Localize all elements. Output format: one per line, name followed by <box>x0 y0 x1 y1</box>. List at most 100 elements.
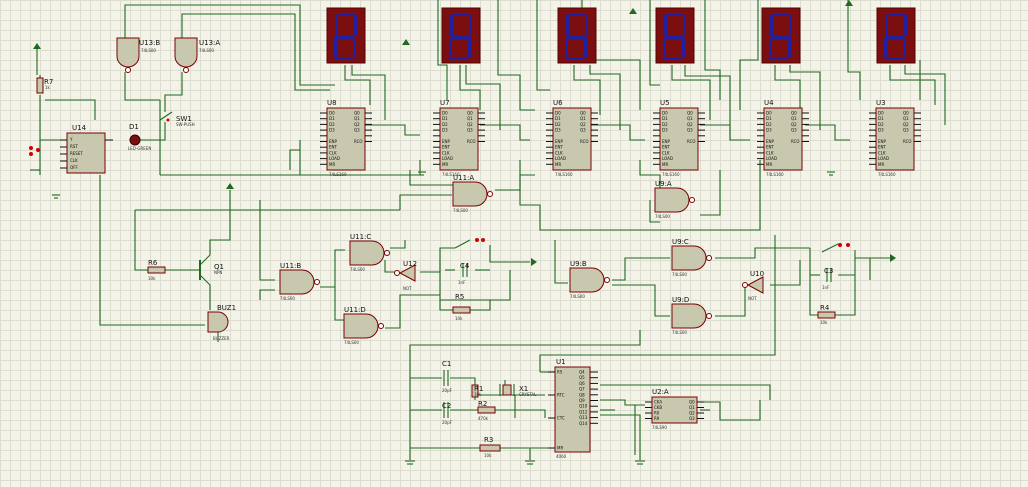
counter-pin-label: D0 <box>442 111 448 116</box>
display-segment <box>353 38 356 57</box>
display-segment <box>788 38 791 57</box>
counter-u4[interactable]: U474LS160D0D1D2D3ENPENTCLKLOADMRQ0Q1Q2Q3… <box>757 99 809 177</box>
led-d1[interactable]: D1 LED-GREEN <box>128 123 151 151</box>
chip-u2a-ref: U2:A <box>652 388 669 396</box>
counter-u6[interactable]: U674LS160D0D1D2D3ENPENTCLKLOADMRQ0Q1Q2Q3… <box>546 99 598 177</box>
u14-pin-label: OFF <box>70 165 78 170</box>
switch-sw1[interactable]: SW1 SW-PUSH <box>159 105 195 130</box>
display-segment <box>885 15 888 35</box>
u1-pin-label: MR <box>557 446 563 451</box>
counter-u7[interactable]: U774LS160D0D1D2D3ENPENTCLKLOADMRQ0Q1Q2Q3… <box>433 99 485 177</box>
capacitor-c3[interactable]: C3 1nF <box>822 267 833 290</box>
resistor-r6[interactable]: R6 10k <box>147 259 166 281</box>
u1-pin-label: Q8 <box>579 392 585 397</box>
buzzer-buz1-ref: BUZ1 <box>217 304 236 312</box>
resistor-r7[interactable]: R7 1k <box>36 77 53 94</box>
switch-c3[interactable] <box>821 243 839 253</box>
counter-pin-label: RCO <box>467 139 476 144</box>
resistor-r2[interactable]: R2 470k <box>477 400 496 421</box>
inverter-u12[interactable]: U12 NOT <box>394 260 418 291</box>
counter-u8[interactable]: U874LS160D0D1D2D3ENPENTCLKLOADMRQ0Q1Q2Q3… <box>320 99 372 177</box>
crystal-x1[interactable]: X1 CRYSTAL <box>499 384 537 397</box>
resistor-r3-ref: R3 <box>484 436 493 444</box>
counter-pin-label: MR <box>766 162 772 167</box>
switch-c4[interactable] <box>454 239 471 249</box>
counter-pin-label: D1 <box>878 116 884 121</box>
gate-part: 74LS00 <box>453 208 468 213</box>
resistor-r1-value: 10k <box>474 392 482 397</box>
counter-pin-label: Q2 <box>903 122 909 127</box>
chip-u14[interactable]: U14 Y RST RESET CLK OFF <box>60 124 113 174</box>
u2-pin-label: R9 <box>654 416 660 421</box>
counter-pin-label: ENP <box>662 139 671 144</box>
counter-pin-label: D0 <box>662 111 668 116</box>
display-segment <box>666 13 684 16</box>
seven-segment-display: 8 <box>326 7 366 64</box>
counter-part: 74LS160 <box>555 172 573 177</box>
counter-pin-label: Q0 <box>903 111 909 116</box>
counter-u3[interactable]: U374LS160D0D1D2D3ENPENTCLKLOADMRQ0Q1Q2Q3… <box>869 99 921 177</box>
counter-pin-label: ENT <box>766 145 775 150</box>
display-segment <box>584 38 587 57</box>
counter-pin-label: D2 <box>878 122 884 127</box>
inverter-u10[interactable]: U10 NOT <box>742 270 765 301</box>
counter-pin-label: Q1 <box>580 116 586 121</box>
gate-ref: U13:B <box>139 39 160 47</box>
inverter-u12-part: NOT <box>403 286 412 291</box>
counter-ref: U5 <box>660 99 670 107</box>
capacitor-c1[interactable]: C1 20pF <box>442 360 453 393</box>
counter-pin-label: Q2 <box>791 122 797 127</box>
counter-pin-label: D2 <box>662 122 668 127</box>
counter-pin-label: ENP <box>555 139 564 144</box>
chip-u1-part: 4060 <box>556 454 567 459</box>
capacitor-c2-ref: C2 <box>442 402 451 410</box>
display-segment <box>885 57 903 60</box>
display-segment <box>450 57 468 60</box>
capacitor-c1-value: 20pF <box>442 388 453 393</box>
resistor-r3[interactable]: R3 10k <box>479 436 501 458</box>
display-segment <box>335 57 353 60</box>
chip-u1[interactable]: U1 4060 RSRTCCTCMRQ4Q5Q6Q7Q8Q9Q10Q12Q13Q… <box>548 358 598 459</box>
counter-pin-label: RCO <box>580 139 589 144</box>
display-segment <box>354 15 357 35</box>
resistor-r7-ref: R7 <box>44 78 53 86</box>
capacitor-c4[interactable]: C4 1nF <box>458 262 470 285</box>
resistor-r2-ref: R2 <box>478 400 487 408</box>
capacitor-c4-value: 1nF <box>458 280 466 285</box>
wires <box>30 0 946 460</box>
counter-pin-label: ENT <box>878 145 887 150</box>
capacitor-c2[interactable]: C2 20pF <box>442 402 453 425</box>
u1-pin-label: RTC <box>557 393 565 398</box>
transistor-q1[interactable]: Q1 NPN <box>199 254 224 286</box>
counter-pin-label: ENP <box>766 139 775 144</box>
buzzer-buz1[interactable]: BUZ1 BUZZER <box>207 304 236 341</box>
counter-pin-label: LOAD <box>662 156 673 161</box>
led-d1-part: LED-GREEN <box>128 146 151 151</box>
counter-pin-label: MR <box>662 162 668 167</box>
capacitor-c1-ref: C1 <box>442 360 451 368</box>
resistor-r6-value: 10k <box>148 276 156 281</box>
u1-pin-label: Q4 <box>579 370 585 375</box>
gate-part: 74LS00 <box>141 48 156 53</box>
u14-pin-label: RST <box>70 144 78 149</box>
display-segment <box>772 13 790 16</box>
counter-u5[interactable]: U574LS160D0D1D2D3ENPENTCLKLOADMRQ0Q1Q2Q3… <box>653 99 705 177</box>
display-segment <box>769 38 772 57</box>
resistor-r1[interactable]: R1 10k <box>471 384 483 398</box>
u1-pin-label: Q10 <box>579 404 588 409</box>
counter-pin-label: D0 <box>555 111 561 116</box>
resistor-r4[interactable]: R4 10k <box>817 304 836 325</box>
resistor-r5[interactable]: R5 10k <box>452 293 471 321</box>
